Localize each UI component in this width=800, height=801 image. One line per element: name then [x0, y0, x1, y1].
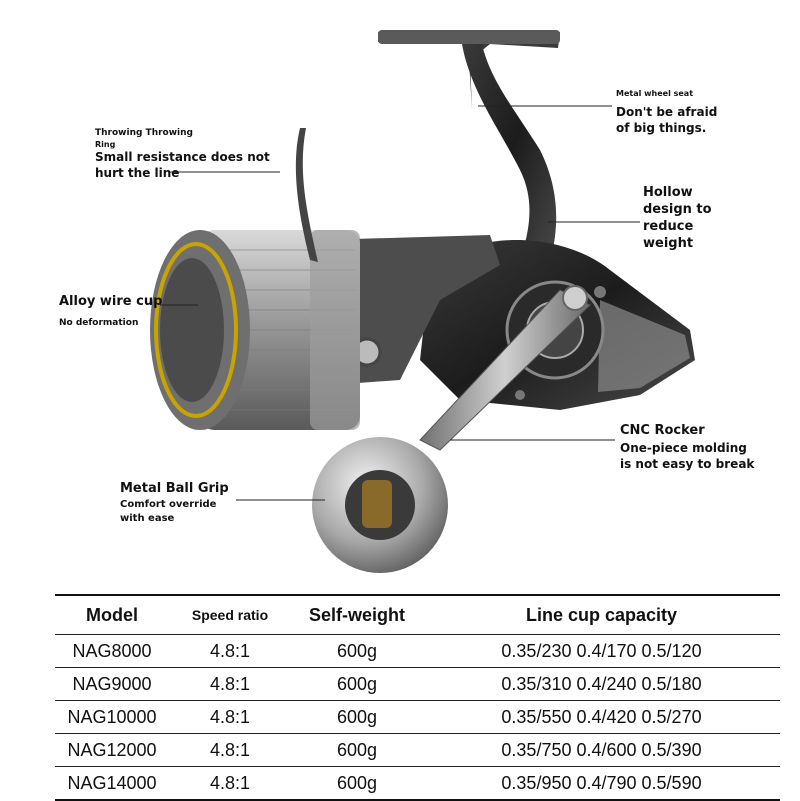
cnc-rocker-desc-2: is not easy to break	[620, 457, 755, 471]
throwing-ring-title-2: Ring	[95, 140, 116, 149]
table-row: NAG14000 4.8:1 600g 0.35/950 0.4/790 0.5…	[55, 766, 780, 801]
table-row: NAG10000 4.8:1 600g 0.35/550 0.4/420 0.5…	[55, 700, 780, 734]
cell-self-weight: 600g	[291, 634, 423, 668]
wire-cup-desc: No deformation	[59, 318, 139, 328]
ball-grip-desc-2: with ease	[120, 513, 175, 524]
cell-line-capacity: 0.35/310 0.4/240 0.5/180	[423, 667, 780, 701]
cell-line-capacity: 0.35/950 0.4/790 0.5/590	[423, 766, 780, 801]
hollow-line-1: Hollow	[643, 185, 693, 200]
hollow-line-4: weight	[643, 236, 694, 251]
cell-model: NAG12000	[55, 733, 169, 767]
cell-speed-ratio: 4.8:1	[169, 667, 291, 701]
reel-stem	[462, 44, 557, 268]
ball-grip-desc-1: Comfort override	[120, 499, 217, 510]
cell-line-capacity: 0.35/550 0.4/420 0.5/270	[423, 700, 780, 734]
cnc-rocker-title: CNC Rocker	[620, 423, 705, 438]
hollow-line-2: design to	[643, 202, 712, 217]
throwing-ring-desc-1: Small resistance does not	[95, 150, 270, 164]
hollow-line-3: reduce	[643, 219, 694, 234]
cell-self-weight: 600g	[291, 766, 423, 801]
header-line-cup-capacity: Line cup capacity	[423, 594, 780, 635]
cell-speed-ratio: 4.8:1	[169, 766, 291, 801]
header-speed-ratio: Speed ratio	[169, 594, 291, 635]
throwing-ring-title-1: Throwing Throwing	[95, 128, 193, 138]
throwing-ring	[295, 128, 318, 262]
throwing-ring-desc-2: hurt the line	[95, 166, 180, 180]
table-row: NAG12000 4.8:1 600g 0.35/750 0.4/600 0.5…	[55, 733, 780, 767]
cell-speed-ratio: 4.8:1	[169, 634, 291, 668]
spec-table: Model Speed ratio Self-weight Line cup c…	[55, 594, 780, 801]
cell-self-weight: 600g	[291, 667, 423, 701]
cell-model: NAG9000	[55, 667, 169, 701]
table-row: NAG8000 4.8:1 600g 0.35/230 0.4/170 0.5/…	[55, 634, 780, 668]
cell-model: NAG10000	[55, 700, 169, 734]
cell-model: NAG8000	[55, 634, 169, 668]
wire-cup-title: Alloy wire cup	[59, 294, 163, 309]
cell-speed-ratio: 4.8:1	[169, 700, 291, 734]
spec-table-header: Model Speed ratio Self-weight Line cup c…	[55, 594, 780, 635]
cell-self-weight: 600g	[291, 700, 423, 734]
cnc-rocker-desc-1: One-piece molding	[620, 441, 747, 455]
ball-grip-title: Metal Ball Grip	[120, 481, 229, 496]
header-model: Model	[55, 594, 169, 635]
header-self-weight: Self-weight	[291, 594, 423, 635]
wheel-seat-desc-2: of big things.	[616, 121, 707, 135]
cell-speed-ratio: 4.8:1	[169, 733, 291, 767]
wheel-seat-title: Metal wheel seat	[616, 89, 694, 98]
cell-line-capacity: 0.35/750 0.4/600 0.5/390	[423, 733, 780, 767]
wheel-seat-desc-1: Don't be afraid	[616, 105, 718, 119]
cell-self-weight: 600g	[291, 733, 423, 767]
cell-model: NAG14000	[55, 766, 169, 801]
spinning-reel-image	[150, 30, 695, 573]
cell-line-capacity: 0.35/230 0.4/170 0.5/120	[423, 634, 780, 668]
table-row: NAG9000 4.8:1 600g 0.35/310 0.4/240 0.5/…	[55, 667, 780, 701]
